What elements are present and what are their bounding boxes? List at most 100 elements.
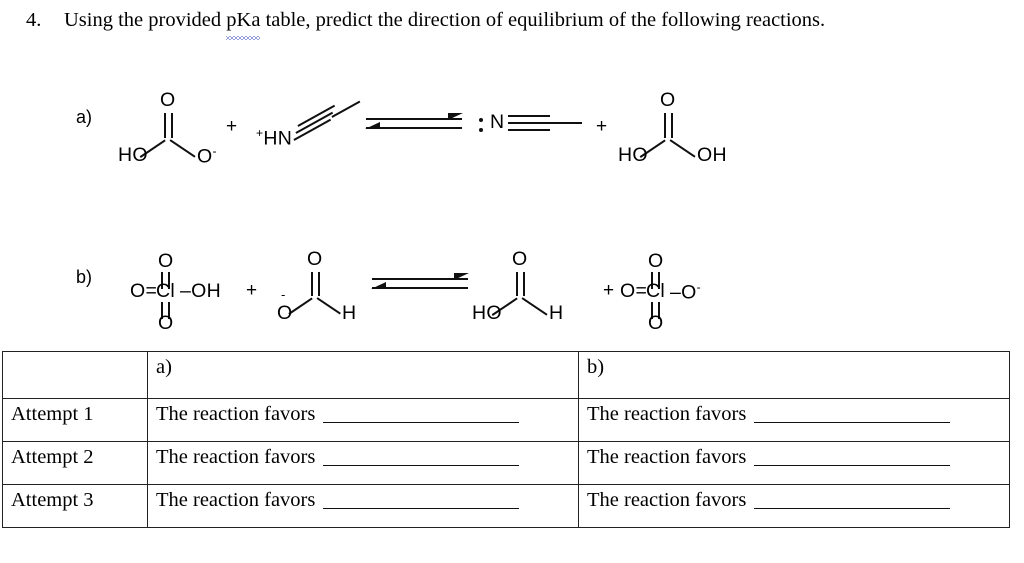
bond-top-double-left-b1 [161,272,164,289]
answer-text-b-3: The reaction favors [587,489,747,511]
table-header-row: a) b) [2,351,1010,399]
attempt-label-3: Attempt 3 [2,484,148,528]
question-text: Using the provided pKa table, predict th… [64,2,946,40]
table-header-col-a: a) [147,351,579,399]
atom-ho-a2: HO [618,144,648,166]
bond-triple-bot-a2 [508,129,550,132]
equilibrium-arrow-b [371,272,469,298]
bond-double-left-b3 [516,272,519,296]
bond-c-to-h-b2 [316,297,341,315]
table-row: Attempt 3 The reaction favors The reacti… [2,484,1010,528]
bond-double-right-b3 [523,272,526,296]
bond-c-methyl-a2 [550,122,582,125]
bond-bottom-double-left-b4 [651,302,654,319]
atom-o-formate: O [277,302,293,324]
reaction-b-label: b) [76,267,93,287]
atom-oxygen-bottom-b4: O [648,312,664,334]
arrow-shaft-bottom-b [372,287,468,290]
atom-ho-b3: HO [472,302,502,324]
charge-minus-formate: - [281,287,286,302]
attempt-label-1: Attempt 1 [2,398,148,442]
answer-blank-b-2[interactable] [754,450,951,466]
question-number: 4. [26,9,42,31]
answer-table-body: a) b) Attempt 1 The reaction favors The … [2,351,1010,528]
table-header-corner [2,351,148,399]
atom-o-equals-b4: O= [620,280,648,302]
atom-o-equals-b1: O= [130,280,158,302]
answer-cell-b-2[interactable]: The reaction favors [578,441,1010,485]
question-text-before: Using the provided [64,9,227,31]
plus-sign-b-left: + [246,280,258,301]
bond-double-left-a2 [664,113,667,138]
answer-blank-a-3[interactable] [323,493,520,509]
lone-pair-dot-bottom [479,128,483,132]
arrowhead-left-b [371,282,386,289]
atom-nitrogen-a2: N [490,111,505,133]
answer-text-a-1: The reaction favors [156,403,316,425]
answer-blank-b-1[interactable] [754,407,951,423]
arrow-shaft-bottom [366,127,462,130]
bond-double-right-a2 [671,113,674,138]
table-header-col-b: b) [578,351,1010,399]
bond-c-to-h-b3 [521,297,548,316]
atom-oxygen-top-b3: O [512,248,528,270]
atom-ho-a1: HO [118,144,148,166]
answer-cell-a-2[interactable]: The reaction favors [147,441,579,485]
bond-top-double-right-b1 [168,272,171,289]
reaction-a: a) O HO O- + +HN N [0,84,1024,204]
bond-triple-3 [297,104,336,128]
plus-sign-b-right: + [603,280,615,301]
answer-text-a-2: The reaction favors [156,446,316,468]
bond-double-left-b2 [311,272,314,296]
answer-text-b-2: The reaction favors [587,446,747,468]
answer-cell-b-3[interactable]: The reaction favors [578,484,1010,528]
bond-top-double-left-b4 [651,272,654,289]
bond-bottom-double-right-b4 [658,302,661,319]
bond-double-left [164,113,167,138]
answer-blank-b-3[interactable] [754,493,951,509]
atom-oxygen-top-a1: O [160,89,176,111]
answer-blank-a-1[interactable] [323,407,520,423]
answer-table: a) b) Attempt 1 The reaction favors The … [2,351,1010,528]
arrowhead-left [365,122,380,129]
atom-oxygen-top-b4: O [648,250,664,272]
bond-double-right [171,113,174,138]
atom-hn-plus: +HN [256,126,293,150]
arrow-shaft-top [366,118,462,121]
atom-h-b3: H [549,302,564,324]
plus-sign-a-left: + [226,116,238,137]
bond-c-to-ominus [169,139,196,158]
answer-text-a-3: The reaction favors [156,489,316,511]
atom-chlorine-b4: Cl [646,280,666,302]
atom-oxygen-bottom-b1: O [158,312,174,334]
bond-bottom-double-left-b1 [161,302,164,319]
answer-cell-a-1[interactable]: The reaction favors [147,398,579,442]
atom-oxygen-top-b1: O [158,250,174,272]
spellcheck-flagged-word[interactable]: pKa [226,2,261,40]
question-text-after: table, predict the direction of equilibr… [260,9,826,31]
atom-dash-o-minus-b4: –O- [670,280,701,304]
table-row: Attempt 1 The reaction favors The reacti… [2,398,1010,442]
bond-triple-top-a2 [508,115,550,118]
bond-top-double-right-b4 [658,272,661,289]
answer-blank-a-2[interactable] [323,450,520,466]
arrowhead-right-b [454,272,469,280]
lone-pair-dot-top [479,118,483,122]
reaction-b: b) O O= Cl –OH O + O - O H O HO [0,244,1024,364]
atom-o-minus-a1: O- [197,144,217,168]
atom-dash-oh-b1: –OH [180,280,221,302]
arrow-shaft-top-b [372,278,468,281]
atom-chlorine-b1: Cl [156,280,176,302]
answer-cell-b-1[interactable]: The reaction favors [578,398,1010,442]
bond-double-right-b2 [318,272,321,296]
atom-oh-a2: OH [697,144,727,166]
arrowhead-right [448,112,463,120]
answer-cell-a-3[interactable]: The reaction favors [147,484,579,528]
bond-bottom-double-right-b1 [168,302,171,319]
atom-oxygen-top-b2: O [307,248,323,270]
bond-triple-mid-a2 [508,122,550,125]
attempt-label-2: Attempt 2 [2,441,148,485]
bond-c-to-oh-a2 [669,139,696,158]
plus-sign-a-right: + [596,116,608,137]
question-block: 4. Using the provided pKa table, predict… [26,2,946,40]
